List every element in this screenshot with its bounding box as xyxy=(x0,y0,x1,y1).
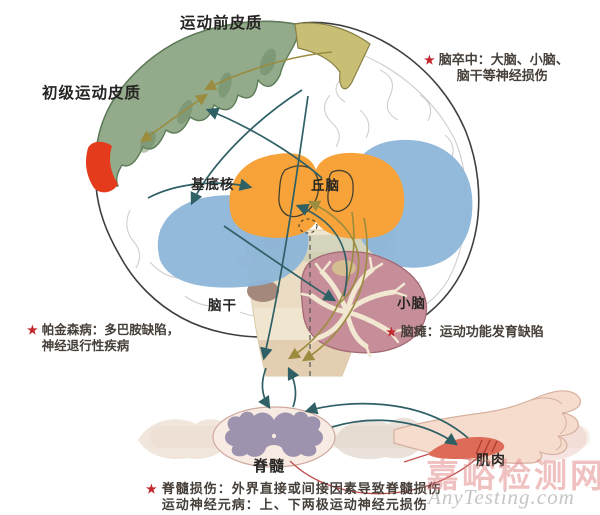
annotation-cerebral-palsy: ★ 脑瘫：运动功能发育缺陷 xyxy=(386,324,544,340)
label-cerebellum: 小脑 xyxy=(397,296,426,311)
watermark-en: AnyTesting.com xyxy=(428,485,575,509)
annotation-cerebral-palsy-line1: 脑瘫：运动功能发育缺陷 xyxy=(400,324,544,339)
label-premotor-cortex: 运动前皮质 xyxy=(180,15,263,32)
globus-pallidus-outline xyxy=(327,169,354,212)
annotation-spinal-line1: 脊髓损伤：外界直接或间接因素导致脊髓损伤 xyxy=(161,481,442,496)
muscle-tendon-line xyxy=(403,452,433,463)
star-icon: ★ xyxy=(27,323,38,337)
star-icon: ★ xyxy=(386,325,397,339)
annotation-stroke: ★ 脑卒中：大脑、小脑、 脑干等神经损伤 xyxy=(424,52,569,84)
hand-muscle-illustration xyxy=(393,390,581,464)
label-spinal-cord: 脊髓 xyxy=(253,459,286,475)
spinal-cord-section xyxy=(212,406,336,468)
cortex-red-segment xyxy=(86,141,118,193)
label-primary-motor-cortex: 初级运动皮质 xyxy=(42,85,142,102)
label-brainstem: 脑干 xyxy=(208,298,237,313)
subthalamic-outline xyxy=(298,218,318,234)
annotation-stroke-line2: 脑干等神经损伤 xyxy=(456,68,548,83)
premotor-cortex-region xyxy=(294,22,371,90)
muscle-region xyxy=(428,437,505,459)
muscle-feedback-line-red xyxy=(289,451,485,495)
star-icon: ★ xyxy=(146,482,158,496)
label-thalamus: 丘脑 xyxy=(311,178,340,193)
label-basal-ganglia: 基底核 xyxy=(191,177,235,192)
annotation-parkinson-line2: 神经退行性疾病 xyxy=(41,339,130,353)
annotation-spinal-injury: ★ 脊髓损伤：外界直接或间接因素导致脊髓损伤 运动神经元病：上、下两极运动神经元… xyxy=(146,481,442,513)
pathway-arrows-olive xyxy=(140,51,368,362)
star-icon: ★ xyxy=(424,53,435,67)
annotation-spinal-line2: 运动神经元病：上、下两极运动神经元损伤 xyxy=(161,497,428,512)
pathway-arrows-teal xyxy=(147,89,469,446)
annotation-stroke-line1: 脑卒中：大脑、小脑、 xyxy=(438,52,569,67)
annotation-parkinson: ★ 帕金森病：多巴胺缺陷， 神经退行性疾病 xyxy=(27,322,179,354)
watermark-cn: 嘉峪检测网 xyxy=(426,459,600,495)
label-muscle: 肌肉 xyxy=(476,454,506,469)
annotation-parkinson-line1: 帕金森病：多巴胺缺陷， xyxy=(41,323,180,337)
